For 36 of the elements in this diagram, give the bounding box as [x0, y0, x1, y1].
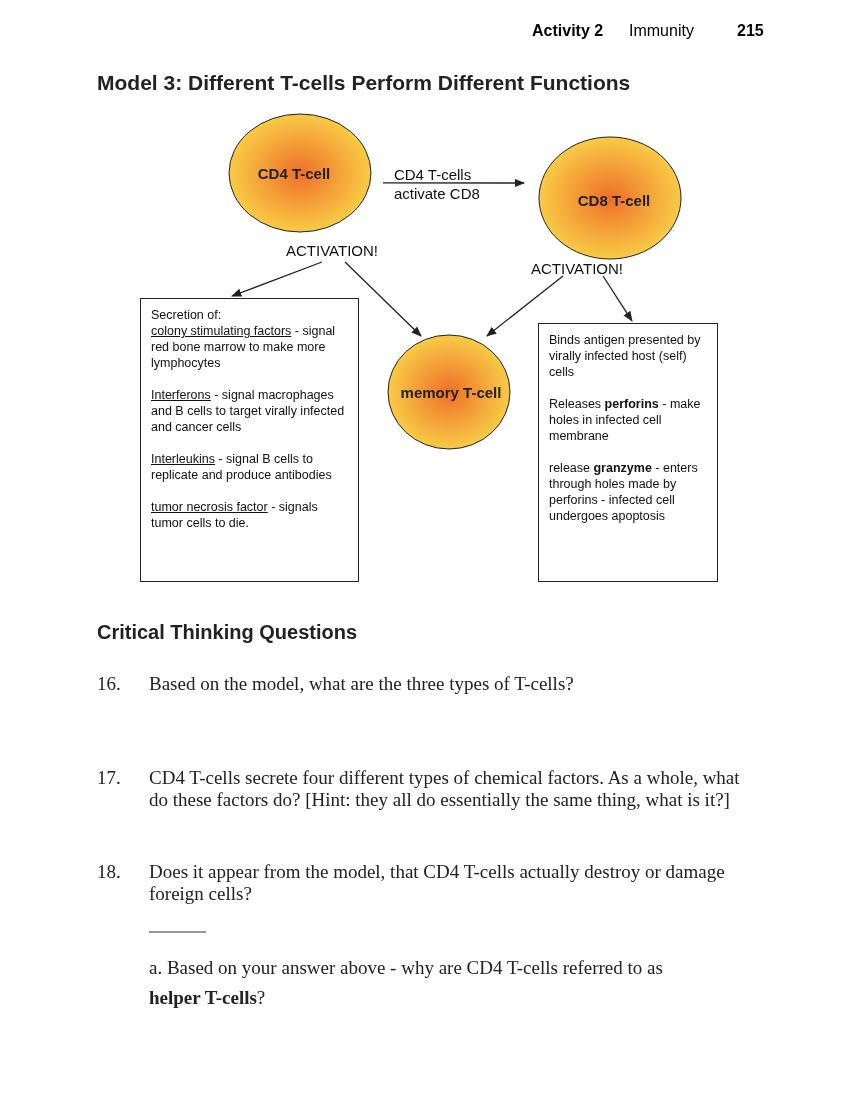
arrow: [344, 261, 422, 337]
description-box: [140, 298, 359, 582]
cell-ellipse: [387, 334, 511, 450]
description-text: colony stimulating factors - signal red bone marrow to make more lymphocytes: [151, 323, 337, 371]
description-text: release granzyme - enters through holes made by perforins - infected cell undergoes apoptosis: [549, 460, 699, 524]
question-text: Based on the model, what are the three types of T-cells?: [149, 673, 575, 695]
description-text: Interleukins - signal B cells to replicate and produce antibodies: [151, 451, 333, 483]
question-number: 18.: [97, 861, 121, 883]
title: Model 3: Different T-cells Perform Different Functions: [97, 71, 631, 95]
running-header: Immunity: [629, 22, 694, 40]
cell-ellipse: [538, 136, 682, 260]
activation-label: ACTIVATION!: [286, 241, 378, 259]
description-box: [538, 323, 718, 582]
page-number: 215: [737, 22, 764, 40]
description-text: Secretion of:: [151, 307, 223, 323]
question-number: 17.: [97, 767, 121, 789]
cell-label: CD4 T-cell: [257, 164, 331, 182]
description-text: Interferons - signal macrophages and B cells to target virally infected and cancer cells: [151, 387, 346, 435]
question-text: a. Based on your answer above - why are CD4 T-cells referred to as helper T-cells?: [149, 956, 664, 1010]
description-text: Binds antigen presented by virally infected host (self) cells: [549, 332, 702, 380]
arrow: [231, 261, 323, 297]
cell-label: CD8 T-cell: [577, 191, 651, 209]
question-text: Does it appear from the model, that CD4 T-cells actually destroy or damage foreign cells?: [149, 861, 726, 905]
cell-label: memory T-cell: [400, 383, 502, 401]
arrow: [382, 178, 526, 188]
description-text: tumor necrosis factor - signals tumor cells to die.: [151, 499, 319, 531]
arrow: [602, 275, 633, 322]
cell-ellipse: [228, 113, 372, 233]
arrow: [486, 275, 564, 337]
question-text: CD4 T-cells secrete four different types of chemical factors. As a whole, what do these factors do? [Hint: they all do essentially the same thing, what is it?]: [149, 767, 741, 811]
running-header: Activity 2: [532, 22, 604, 40]
question-number: 16.: [97, 673, 121, 695]
edge-label: CD4 T-cells activate CD8: [393, 164, 481, 203]
activation-label: ACTIVATION!: [531, 259, 623, 277]
section-heading: Critical Thinking Questions: [97, 621, 358, 644]
description-text: Releases perforins - make holes in infected cell membrane: [549, 396, 702, 444]
